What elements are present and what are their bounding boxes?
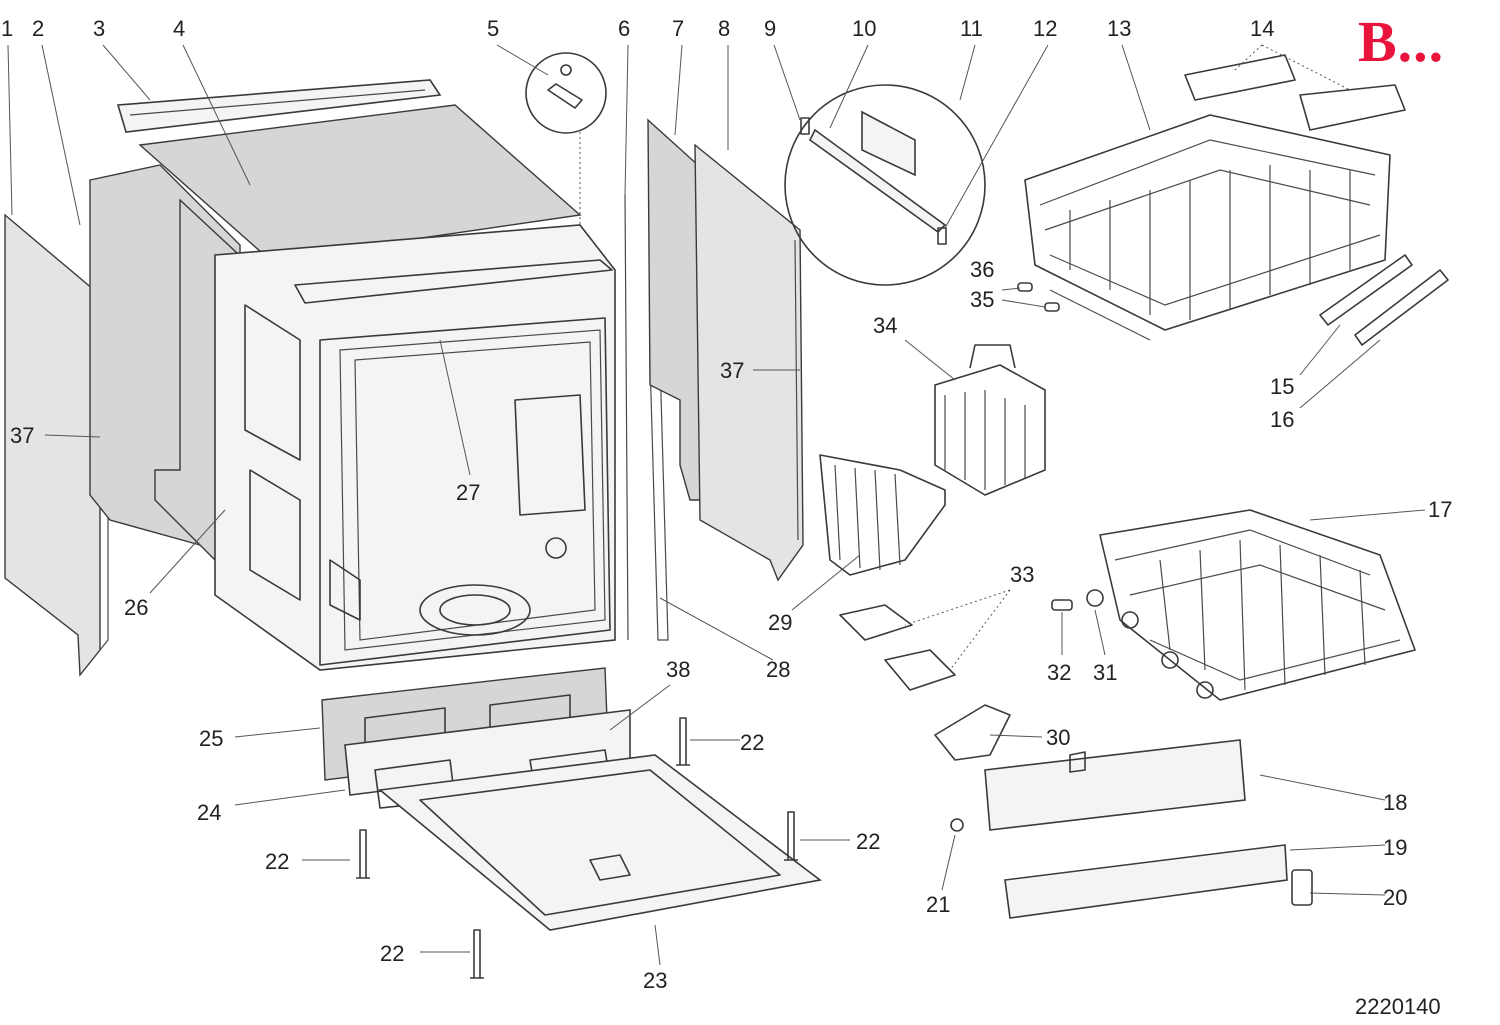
callout-labels: 1 2 3 4 5 6 7 8 9 10 11 12 13 14 15 16 1… [1,16,1452,993]
callout-38: 38 [666,657,690,682]
parts-35-36 [1017,282,1060,312]
callout-17: 17 [1428,497,1452,522]
brand-mark: B... [1358,9,1445,74]
callout-22c: 22 [265,849,289,874]
callout-37-right: 37 [720,358,744,383]
callout-14: 14 [1250,16,1274,41]
cup-holder-33 [839,604,956,691]
callout-33: 33 [1010,562,1034,587]
rail-15-16 [1319,254,1449,346]
upper-basket [1024,114,1391,341]
callout-36: 36 [970,257,994,282]
door-panel-23 [378,754,822,931]
document-code: 2220140 [1355,994,1441,1019]
part-21 [950,818,964,832]
callout-35: 35 [970,287,994,312]
callout-9: 9 [764,16,776,41]
side-panel-8 [694,143,804,582]
callout-32: 32 [1047,660,1071,685]
callout-27: 27 [456,480,480,505]
part-30 [934,704,1011,761]
callout-37-left: 37 [10,423,34,448]
kickplate-18 [984,739,1246,831]
callout-11: 11 [960,16,983,41]
callout-20: 20 [1383,885,1407,910]
callout-15: 15 [1270,374,1294,399]
callout-12: 12 [1033,16,1057,41]
lower-basket-17 [1099,509,1416,701]
callout-19: 19 [1383,835,1407,860]
callout-31: 31 [1093,660,1117,685]
screw-22a [676,717,690,766]
callout-10: 10 [852,16,876,41]
callout-1: 1 [1,16,13,41]
callout-29: 29 [768,610,792,635]
wheel-31-32 [1051,589,1104,611]
top-frame-strip [116,79,442,133]
callout-21: 21 [926,892,950,917]
door-seal-wire [624,194,669,641]
part-20 [1291,869,1313,906]
screw-22b [784,811,798,861]
tub-body [214,224,616,671]
bracket-19 [1004,844,1288,919]
callout-5: 5 [487,16,499,41]
screw-22c [356,829,370,879]
callout-26: 26 [124,595,148,620]
callout-18: 18 [1383,790,1407,815]
callout-16: 16 [1270,407,1294,432]
callout-7: 7 [672,16,684,41]
screw-22d [470,929,484,979]
callout-25: 25 [199,726,223,751]
callout-22b: 22 [856,829,880,854]
leader-lines [7,44,1426,966]
cup-rack-14 [1184,54,1406,131]
callout-22d: 22 [380,941,404,966]
callout-23: 23 [643,968,667,993]
cutlery-basket-29 [819,454,946,576]
callout-24: 24 [197,800,221,825]
callout-3: 3 [93,16,105,41]
cutlery-basket-34 [934,344,1046,496]
callout-34: 34 [873,313,897,338]
callout-13: 13 [1107,16,1131,41]
detail-circle-9-12 [784,84,986,286]
callout-4: 4 [173,16,185,41]
callout-2: 2 [32,16,44,41]
callout-28: 28 [766,657,790,682]
callout-30: 30 [1046,725,1070,750]
callout-6: 6 [618,16,630,41]
top-cover-panel [138,104,582,261]
callout-22a: 22 [740,730,764,755]
callout-8: 8 [718,16,730,41]
